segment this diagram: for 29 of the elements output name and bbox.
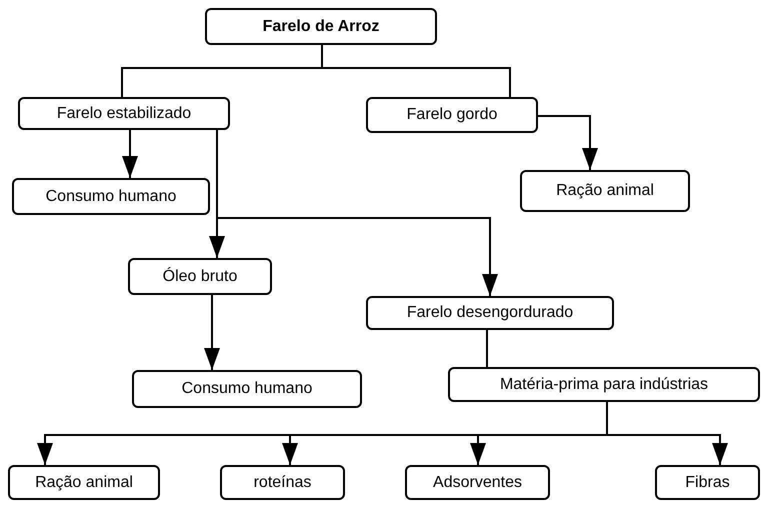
box-label: Consumo humano bbox=[46, 188, 176, 206]
arrow bbox=[538, 115, 598, 170]
box-label: Fibras bbox=[685, 474, 730, 492]
box-label: Óleo bruto bbox=[162, 268, 238, 286]
process-box bbox=[655, 465, 760, 500]
box-label: Ração animal bbox=[556, 182, 654, 200]
box-label: Adsorventes bbox=[433, 474, 522, 492]
process-box bbox=[220, 465, 345, 500]
box-label: Matéria-prima para indústrias bbox=[500, 376, 708, 394]
process-box bbox=[128, 258, 272, 295]
process-box bbox=[12, 178, 210, 215]
process-box bbox=[366, 296, 614, 330]
box-label: Farelo de Arroz bbox=[262, 18, 380, 36]
process-box bbox=[520, 170, 690, 212]
process-box bbox=[132, 370, 362, 408]
box-label: Farelo gordo bbox=[406, 106, 498, 124]
process-box bbox=[205, 8, 437, 45]
arrow bbox=[122, 130, 138, 178]
process-box bbox=[18, 97, 230, 130]
process-box bbox=[8, 465, 160, 500]
process-box bbox=[366, 97, 538, 133]
process-box bbox=[405, 465, 550, 500]
box-label: Ração animal bbox=[35, 474, 133, 492]
box-label: Farelo desengordurado bbox=[406, 304, 574, 322]
box-label: roteínas bbox=[254, 474, 312, 492]
process-box bbox=[448, 367, 760, 402]
box-label: Consumo humano bbox=[182, 380, 312, 398]
box-label: Farelo estabilizado bbox=[56, 104, 192, 122]
arrow bbox=[204, 295, 220, 370]
